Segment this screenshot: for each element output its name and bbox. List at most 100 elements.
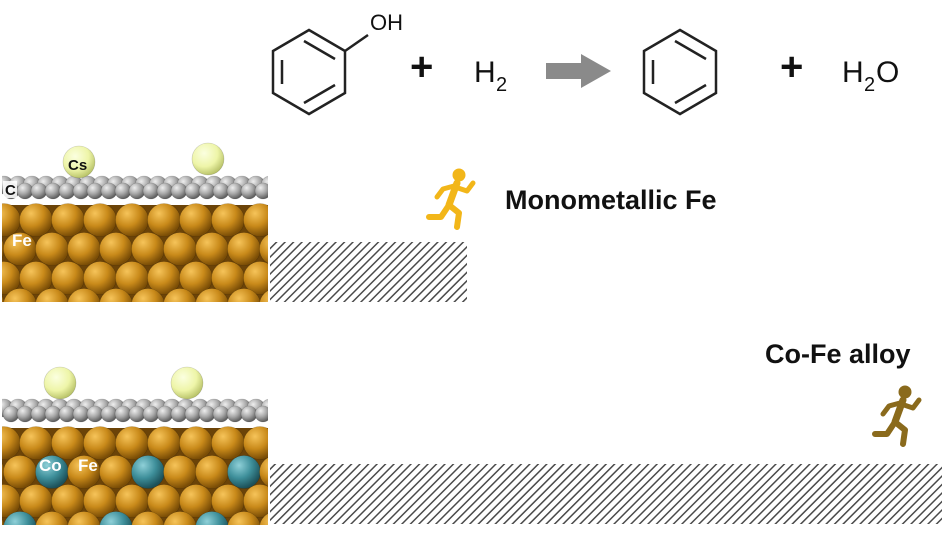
svg-text:O: O	[876, 56, 899, 89]
carbon-atom	[16, 405, 34, 423]
carbon-atom	[170, 182, 188, 200]
fe-atom	[99, 288, 133, 302]
fe-atom	[195, 288, 229, 302]
monometallic-hatched-bar	[270, 242, 467, 302]
cs-atom-label: Cs	[68, 157, 87, 174]
cs-atom	[191, 142, 225, 176]
fe-atom	[163, 288, 197, 302]
fe-atom	[259, 457, 268, 487]
fe-atom	[35, 511, 69, 525]
carbon-atom	[86, 182, 104, 200]
fe-metal-label: Fe	[12, 231, 32, 250]
fe-atom	[179, 426, 213, 460]
svg-text:2: 2	[496, 74, 507, 96]
carbon-atom	[226, 182, 244, 200]
carbon-atom	[128, 405, 146, 423]
reaction-arrow	[546, 54, 611, 88]
monometallic-surface-model: Cs C Fe	[2, 142, 309, 302]
carbon-atom	[44, 182, 62, 200]
carbon-atom	[142, 405, 160, 423]
fe-atom	[276, 204, 309, 237]
alloy-surface-model: Co Fe	[2, 366, 309, 525]
co-atom	[99, 511, 133, 525]
carbon-atom	[184, 182, 202, 200]
svg-text:H: H	[842, 56, 864, 89]
carbon-atom	[30, 405, 48, 423]
fe-atom	[195, 232, 229, 266]
fe-atom-label: Fe	[78, 456, 98, 475]
fe-atom	[163, 232, 197, 266]
carbon-atom	[128, 182, 146, 200]
fe-atom	[67, 511, 101, 525]
carbon-atom	[240, 405, 258, 423]
co-atom-label: Co	[39, 456, 62, 475]
carbon-atom	[184, 405, 202, 423]
fe-atom	[115, 203, 149, 237]
fe-atom	[243, 426, 268, 460]
fe-atom	[35, 288, 69, 302]
carbon-atom	[72, 405, 90, 423]
fe-atom	[83, 426, 117, 460]
water-formula: H 2 O	[842, 56, 899, 96]
carbon-atom	[58, 405, 76, 423]
fe-atom	[243, 261, 268, 295]
fe-atom	[243, 203, 268, 237]
carbon-layer-label: C	[5, 182, 16, 199]
carbon-atom	[44, 405, 62, 423]
fe-atom	[67, 232, 101, 266]
hydroxyl-label: OH	[370, 10, 403, 35]
cs-atom	[43, 366, 77, 400]
fe-atom	[99, 232, 133, 266]
runner-slow-icon	[875, 386, 919, 444]
fe-atom	[243, 484, 268, 518]
fe-atom	[211, 203, 245, 237]
fe-atom	[131, 511, 165, 525]
carbon-atom	[254, 182, 268, 200]
fe-atom	[179, 203, 213, 237]
fe-atom	[211, 426, 245, 460]
carbon-atom	[226, 405, 244, 423]
fe-atom	[147, 426, 181, 460]
carbon-atom	[254, 405, 268, 423]
carbon-atom	[240, 182, 258, 200]
co-atom	[131, 455, 165, 489]
fe-atom	[67, 288, 101, 302]
fe-atom	[147, 203, 181, 237]
fe-atom	[99, 455, 133, 489]
fe-atom	[227, 511, 261, 525]
fe-atom	[276, 427, 309, 460]
fe-atom	[2, 518, 5, 525]
fe-atom	[131, 232, 165, 266]
carbon-atom	[58, 182, 76, 200]
carbon-atom	[142, 182, 160, 200]
co-atom	[3, 511, 37, 525]
fe-atom	[195, 455, 229, 489]
fe-atom	[163, 455, 197, 489]
runner-fast-icon	[429, 169, 473, 227]
carbon-atom	[114, 182, 132, 200]
fe-atom	[35, 232, 69, 266]
fe-atom	[83, 203, 117, 237]
fe-atom	[3, 288, 37, 302]
carbon-atom	[212, 405, 230, 423]
fe-atom	[163, 511, 197, 525]
carbon-atom	[170, 405, 188, 423]
carbon-atom	[114, 405, 132, 423]
carbon-atom	[156, 182, 174, 200]
alloy-title: Co-Fe alloy	[765, 339, 911, 369]
carbon-atom	[2, 405, 20, 423]
svg-text:2: 2	[864, 74, 875, 96]
fe-atom	[227, 232, 261, 266]
fe-atom	[259, 234, 268, 264]
fe-atom	[51, 203, 85, 237]
carbon-atom	[198, 405, 216, 423]
carbon-atom	[100, 182, 118, 200]
hydrogen-formula: H 2	[474, 56, 507, 96]
monometallic-title: Monometallic Fe	[505, 185, 717, 215]
plus-sign-2: +	[780, 45, 803, 89]
co-atom	[195, 511, 229, 525]
carbon-atom	[156, 405, 174, 423]
fe-atom	[131, 288, 165, 302]
fe-atom	[2, 295, 5, 302]
